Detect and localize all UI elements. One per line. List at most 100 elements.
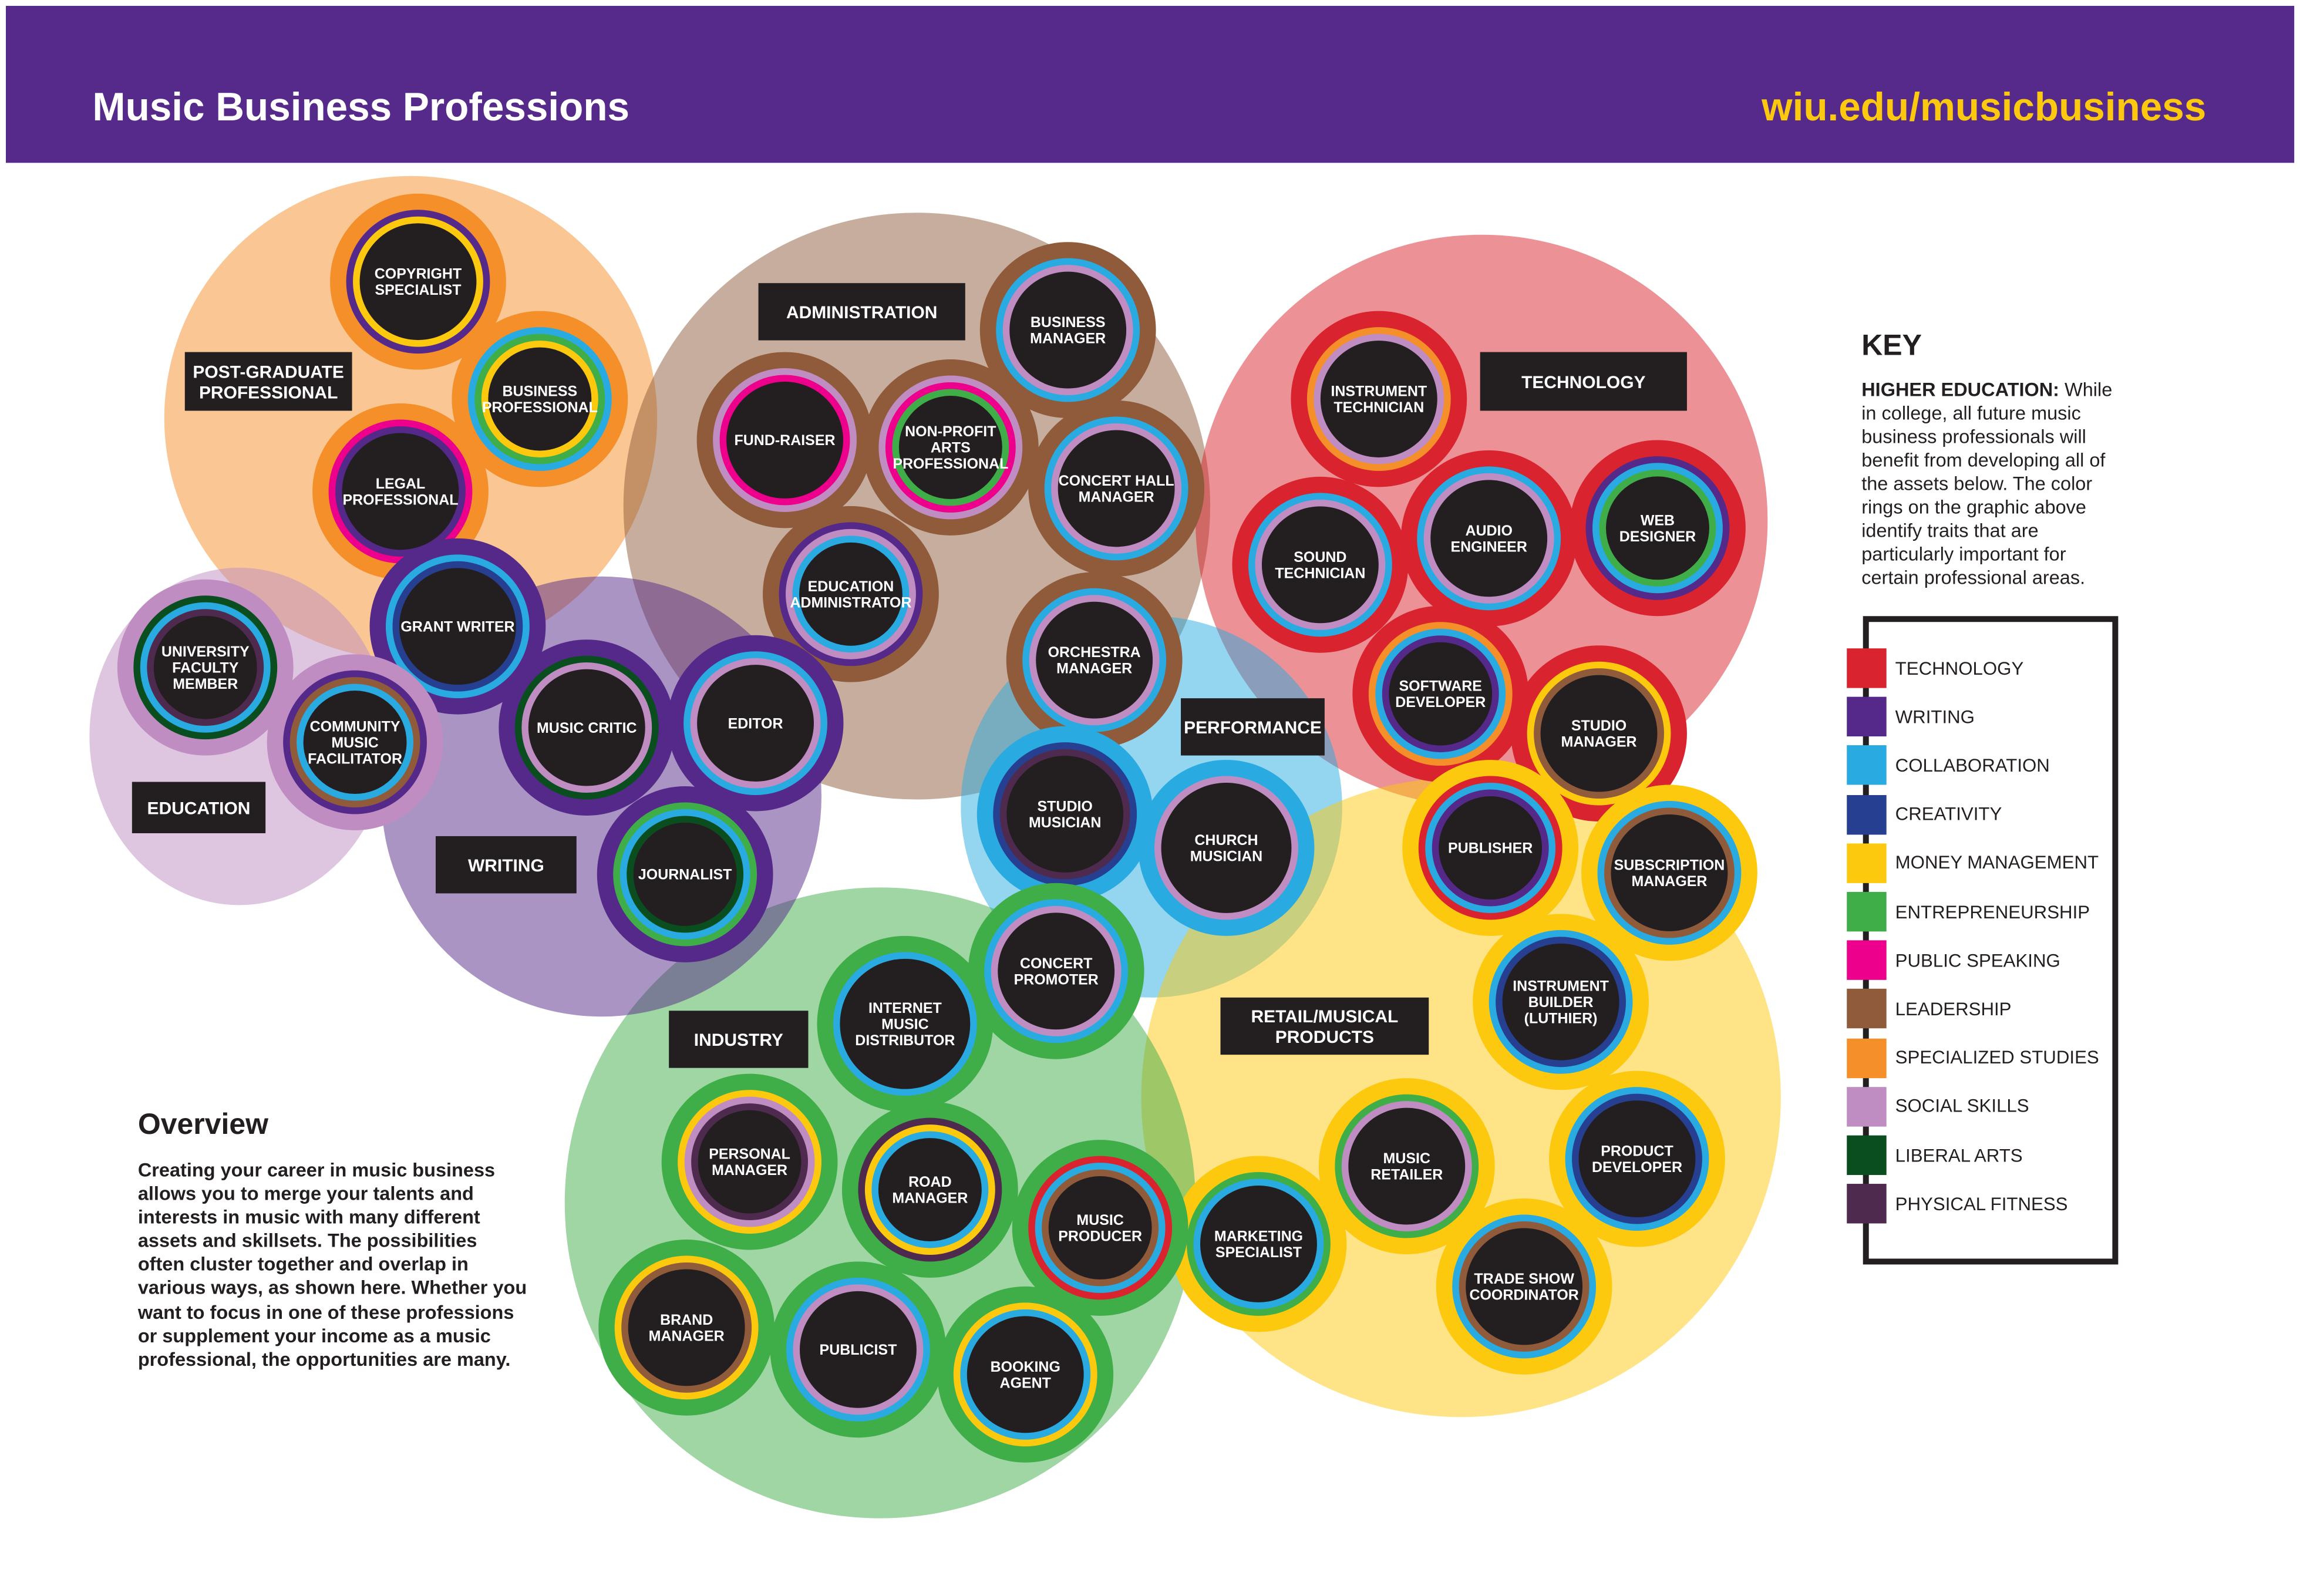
node-core [1389,642,1493,746]
node-core [359,223,477,341]
node-core [1606,476,1709,580]
node-core [1048,1176,1152,1280]
key-item-collaboration: COLLABORATION [1847,746,2056,786]
profession-label: EDITOR [728,715,783,732]
color-swatch [1847,794,1887,834]
node-core [628,1269,745,1386]
website-link[interactable]: wiu.edu/musicbusiness [1762,85,2207,129]
node-core [1611,814,1728,931]
color-swatch [1847,1086,1887,1127]
key-item-label: PHYSICAL FITNESS [1895,1193,2074,1214]
profession-label: PUBLICIST [820,1342,897,1358]
key-item-liberal-arts: LIBERAL ARTS [1847,1135,2029,1176]
category-label-text: PERFORMANCE [1184,718,1322,738]
key-title: KEY [1861,330,1922,363]
profession-node-journalist[interactable]: JOURNALIST [597,786,773,962]
profession-node-publisher[interactable]: PUBLISHER [1402,760,1579,936]
node-core [1200,1186,1317,1302]
category-label-education: EDUCATION [132,782,266,833]
node-core [1348,1107,1466,1225]
category-label-text: WRITING [468,856,544,876]
key-item-physical-fitness: PHYSICAL FITNESS [1847,1184,2074,1224]
profession-node-fund-raiser[interactable]: FUND-RAISER [696,352,873,528]
color-swatch [1847,648,1887,688]
profession-node-publicist[interactable]: PUBLICIST [770,1261,947,1438]
key-lead: HIGHER EDUCATION: [1861,378,2060,401]
category-label-industry: INDUSTRY [669,1011,809,1068]
profession-node-editor[interactable]: EDITOR [667,635,844,812]
node-core [1261,506,1379,624]
profession-label: PUBLISHER [1448,840,1533,857]
label-box [435,836,577,894]
color-swatch [1847,843,1887,883]
node-core [528,669,645,786]
node-core [1540,675,1658,792]
key-item-label: TECHNOLOGY [1895,658,2030,679]
page-title: Music Business Professions [92,85,630,129]
node-core [1578,1100,1696,1218]
label-box [1480,352,1687,411]
key-item-writing: WRITING [1847,697,1981,737]
key-legend-frame [1863,616,2119,1265]
color-swatch [1847,940,1887,981]
color-swatch [1847,989,1887,1029]
key-item-leadership: LEADERSHIP [1847,989,2018,1029]
category-label-writing: WRITING [435,836,577,894]
key-item-social-skills: SOCIAL SKILLS [1847,1086,2035,1127]
key-item-label: PUBLIC SPEAKING [1895,950,2066,971]
profession-node-grant-writer[interactable]: GRANT WRITER [369,538,546,715]
category-label-administration: ADMINISTRATION [758,283,965,341]
profession-node-music-critic[interactable]: MUSIC CRITIC [499,639,675,816]
header-banner: Music Business Professions wiu.edu/music… [5,5,2295,163]
color-swatch [1847,1184,1887,1224]
